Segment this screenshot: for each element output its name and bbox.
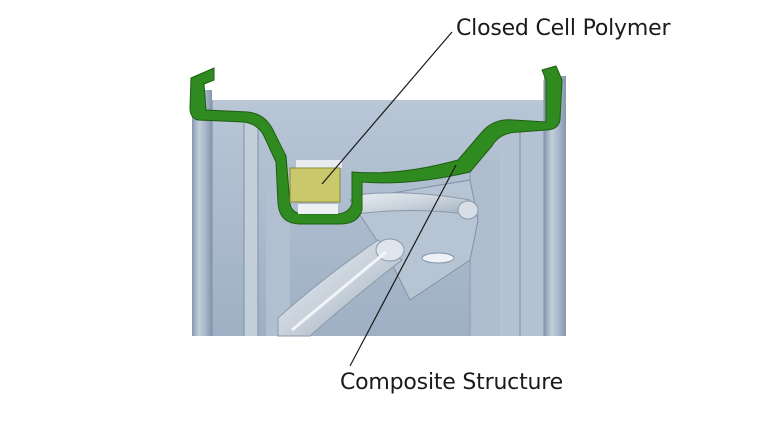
label-closed-cell-polymer: Closed Cell Polymer xyxy=(456,16,671,41)
right-inner-panel xyxy=(500,128,544,336)
leader-line-composite xyxy=(349,164,457,367)
label-composite-structure: Composite Structure xyxy=(340,370,563,395)
polymer-white-top xyxy=(296,160,342,168)
leader-line-polymer xyxy=(321,31,453,185)
bracket-hole xyxy=(421,252,455,264)
left-wall xyxy=(192,90,212,336)
upper-tube xyxy=(351,192,479,217)
right-mid-panel xyxy=(470,160,500,336)
right-wall xyxy=(544,76,566,336)
closed-cell-polymer xyxy=(289,160,342,214)
vehicle-body xyxy=(192,76,566,337)
polymer-block xyxy=(289,167,341,203)
polymer-white-bottom xyxy=(298,204,338,214)
left-wall-stripe xyxy=(244,118,258,336)
